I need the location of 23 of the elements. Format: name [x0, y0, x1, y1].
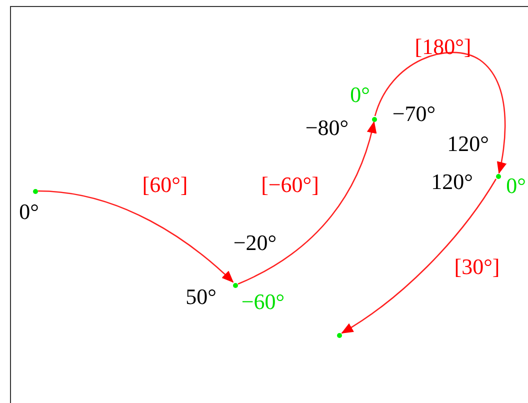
angle-label: 0° [350, 84, 370, 106]
angle-label: −20° [233, 232, 277, 254]
point [372, 116, 376, 122]
edge-label: [−60°] [261, 174, 319, 196]
angle-label: −70° [392, 103, 436, 125]
arrow [374, 52, 506, 174]
edge-label: [30°] [454, 256, 500, 278]
angle-label: −60° [241, 291, 285, 313]
point [336, 332, 342, 338]
point [32, 188, 38, 194]
arrow [238, 121, 376, 285]
angle-label: 120° [447, 133, 489, 155]
angle-label: 50° [186, 286, 216, 308]
angle-label: 0° [506, 175, 526, 197]
point [496, 174, 500, 178]
arrow [341, 178, 497, 334]
angle-label: 0° [19, 201, 39, 223]
edge-label: [180°] [414, 36, 472, 58]
angle-label: 120° [431, 171, 473, 193]
point [232, 282, 238, 288]
arrow [38, 190, 234, 283]
angle-label: −80° [305, 117, 349, 139]
edge-label: [60°] [142, 174, 188, 196]
